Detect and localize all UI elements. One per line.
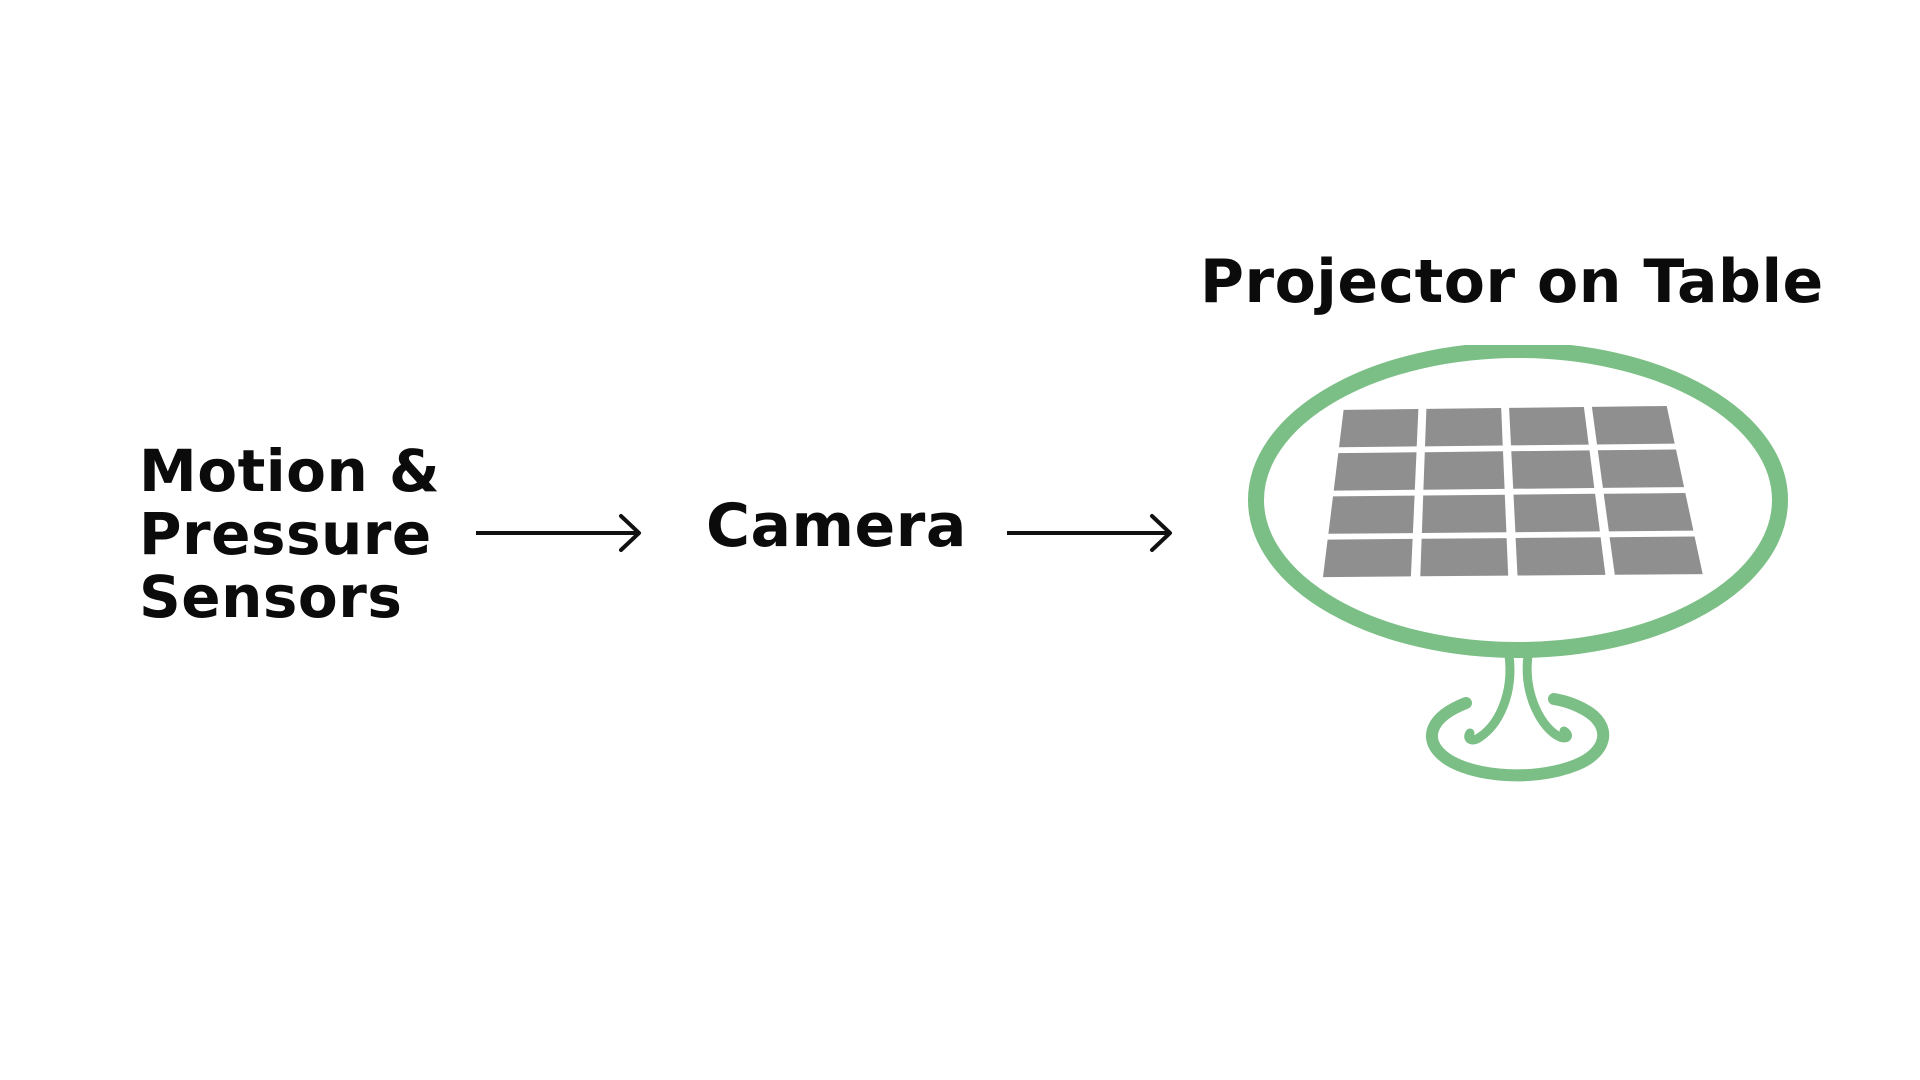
projection-cell xyxy=(1328,495,1415,534)
node-camera: Camera xyxy=(706,491,967,561)
node-motion-pressure-sensors: Motion & Pressure Sensors xyxy=(139,440,440,629)
node-projector-title: Projector on Table xyxy=(1200,247,1824,317)
projection-cell xyxy=(1603,493,1694,532)
projection-grid xyxy=(1323,406,1703,578)
sensors-label-line-3: Sensors xyxy=(139,563,403,631)
projection-cell xyxy=(1425,408,1503,447)
projection-cell xyxy=(1420,538,1509,577)
sensors-label-line-1: Motion & xyxy=(139,437,441,505)
arrow-sensors-to-camera xyxy=(476,514,641,552)
projection-cell xyxy=(1515,537,1606,576)
projection-cell xyxy=(1339,409,1419,448)
table-icon xyxy=(1248,345,1788,782)
table-stem-left xyxy=(1464,650,1515,745)
projection-cell xyxy=(1609,536,1703,575)
projection-cell xyxy=(1509,407,1589,446)
sensors-label-line-2: Pressure xyxy=(139,500,432,568)
projection-cell xyxy=(1597,449,1685,488)
table-top xyxy=(1248,345,1788,658)
table-base xyxy=(1425,693,1610,782)
table-stem-right xyxy=(1522,650,1572,743)
projection-cell xyxy=(1511,450,1595,489)
projection-cell xyxy=(1421,494,1507,533)
projection-cell xyxy=(1591,406,1675,445)
projection-cell xyxy=(1333,452,1417,491)
arrow-camera-to-projector xyxy=(1007,514,1172,552)
projection-cell xyxy=(1323,538,1413,578)
projection-cell xyxy=(1423,451,1505,490)
projection-cell xyxy=(1513,493,1600,533)
